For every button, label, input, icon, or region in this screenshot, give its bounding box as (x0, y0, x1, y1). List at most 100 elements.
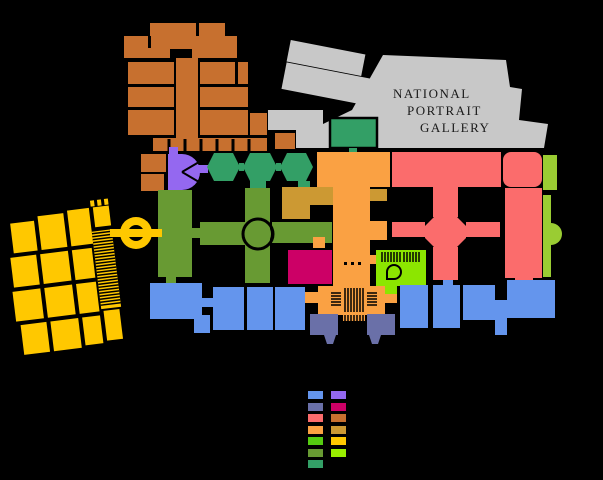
eaststrip-segment-2 (543, 195, 551, 223)
salmon-arm-west (392, 222, 425, 237)
sainsbury-room-b3 (71, 247, 96, 281)
sainsbury-tooth-3 (103, 198, 109, 205)
olive-rotunda (245, 221, 271, 247)
chocolate-se-room (275, 133, 295, 149)
slate-portico-east (367, 314, 395, 335)
orange-column-dot-1 (344, 262, 347, 265)
blue-room-7 (463, 285, 495, 320)
chocolate-bottom-row-dividers (167, 139, 251, 151)
chartreuse-stairs-1 (381, 252, 401, 262)
sainsbury-wing (10, 198, 124, 355)
salmon-arm-south (433, 247, 458, 280)
olive-rotunda-ring (241, 217, 275, 251)
orange-wing-west (305, 292, 318, 303)
orange-wing-east (385, 292, 397, 303)
slate-portico-east-foot (369, 335, 381, 344)
orange-steps-south-hatch (344, 315, 364, 321)
chocolate-divider-7 (200, 107, 248, 110)
orange-tab-west (313, 237, 325, 248)
orange-column-dot-3 (358, 262, 361, 265)
olive-stub-south (166, 277, 176, 283)
link-bridge-deck (118, 229, 154, 237)
sainsbury-room-d2 (50, 318, 82, 352)
blue-room-3 (247, 287, 273, 330)
chocolate-left-block (128, 62, 174, 135)
chocolate-divider-3 (148, 36, 151, 48)
sainsbury-room-c1 (12, 288, 44, 322)
chocolate-corridor (176, 57, 198, 146)
chocolate-sw-room-2 (141, 174, 164, 191)
purple-tab-north (169, 147, 178, 155)
npg-label-line-1: NATIONAL (393, 86, 471, 101)
purple-spokes (181, 161, 200, 183)
chocolate-divider-5 (128, 107, 174, 110)
slate-portico-west (310, 314, 338, 335)
sainsbury-room-c3 (76, 281, 100, 314)
sainsbury-room-b2 (40, 250, 72, 284)
eaststrip-segment-3 (543, 245, 551, 277)
sainsbury-room-a4 (92, 205, 112, 228)
sainsbury-room-d1 (20, 321, 51, 355)
sainsbury-room-e1 (103, 308, 124, 341)
sainsbury-room-c2 (44, 284, 76, 318)
olive-neck (192, 228, 200, 238)
goldenrod-east-room (370, 189, 387, 201)
salmon-ne-room (503, 152, 542, 187)
seagreen-neck-1 (239, 163, 244, 171)
npg-building-main (323, 55, 548, 148)
blue-room-1-ext (194, 315, 210, 333)
sainsbury-room-a1 (10, 220, 38, 254)
orange-tab-east (370, 221, 387, 240)
seagreen-hex-1 (207, 153, 240, 181)
salmon-east-room (505, 188, 542, 278)
orange-stairs-west (331, 292, 341, 306)
chartreuse-foot (385, 286, 397, 294)
blue-room-4 (275, 287, 305, 330)
seagreen-stem-1 (250, 181, 266, 189)
blue-room-5 (400, 285, 428, 328)
salmon-arm-north (433, 187, 458, 217)
orange-corridor (333, 187, 370, 286)
chocolate-divider-4 (128, 84, 174, 87)
salmon-arm-east (466, 222, 500, 237)
olive-west-room (158, 190, 192, 277)
orange-stairs-east (367, 292, 377, 306)
seagreen-neck-2 (276, 163, 281, 171)
chocolate-divider-6 (200, 84, 248, 87)
chocolate-divider-8 (235, 62, 238, 84)
chocolate-sw-room-1 (141, 154, 166, 172)
chocolate-wide-bar (124, 36, 237, 58)
sainsbury-room-a2 (37, 213, 68, 250)
eaststrip-apse (543, 223, 562, 245)
purple-vestibule (168, 154, 200, 190)
sainsbury-room-b1 (10, 254, 40, 288)
chocolate-divider-1 (196, 23, 199, 36)
seagreen-stem-2 (298, 181, 310, 187)
blue-room-7-ext (495, 300, 507, 335)
blue-room-2 (213, 287, 244, 330)
blue-room-1 (150, 283, 202, 319)
chocolate-right-block (200, 62, 248, 135)
seagreen-hex-2 (243, 153, 277, 181)
purple-link-east (198, 165, 208, 173)
eaststrip-segment-1 (543, 155, 557, 190)
slate-portico-west-foot (324, 335, 336, 344)
chartreuse-stairs-2 (403, 252, 420, 262)
olive-arm-west (200, 222, 245, 245)
blue-stub-north (443, 280, 453, 285)
npg-building-west-slab-b (281, 62, 389, 109)
chocolate-bottom-row (153, 138, 267, 151)
chocolate-divider-2 (170, 49, 192, 58)
blue-room-8 (507, 280, 555, 318)
blue-room-6 (433, 285, 460, 328)
magenta-room (288, 250, 332, 284)
sainsbury-tooth-1 (89, 200, 95, 207)
npg-building-west-slab-a (286, 39, 366, 77)
seagreen-north-room (328, 116, 379, 150)
orange-grand-stairs (344, 288, 364, 312)
sainsbury-tooth-2 (96, 199, 102, 206)
chocolate-top-strip (150, 23, 225, 36)
sainsbury-room-d3 (82, 315, 104, 346)
